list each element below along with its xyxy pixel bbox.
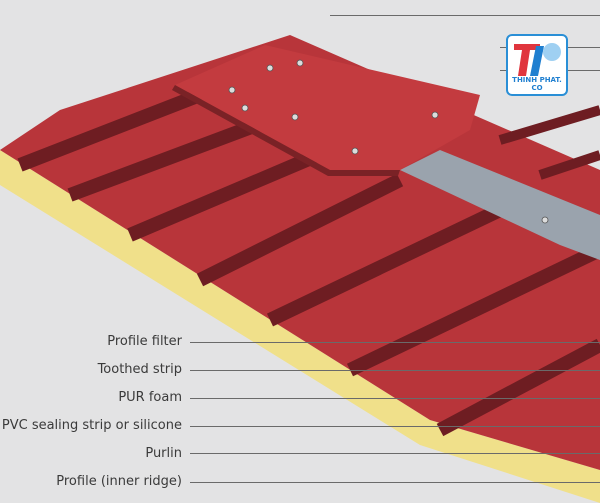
label-profile-inner-ridge: Profile (inner ridge) (56, 474, 182, 489)
logo-text: THINH PHAT. CO (512, 76, 562, 92)
pur-foam-edge (0, 150, 600, 503)
label-pvc-sealing: PVC sealing strip or silicone (1, 418, 182, 433)
ridge-cap (175, 45, 480, 170)
label-purlin: Purlin (145, 446, 182, 461)
panel-ribs (17, 88, 600, 437)
leader-line-6 (190, 482, 600, 483)
label-toothed-strip: Toothed strip (97, 362, 182, 377)
purlin (400, 150, 600, 260)
screws (228, 59, 549, 224)
panel-ribs-right (498, 105, 600, 180)
thinh-phat-logo: THINH PHAT. CO (506, 34, 568, 96)
leader-line-4 (190, 426, 600, 427)
leader-line-3 (190, 398, 600, 399)
logo-tp-mark (514, 43, 561, 76)
leader-line-5 (190, 453, 600, 454)
label-pur-foam: PUR foam (118, 390, 182, 405)
label-profile-filter: Profile filter (107, 334, 182, 349)
leader-line-top-1 (330, 15, 600, 16)
roof-panel (0, 35, 600, 470)
leader-line-2 (190, 370, 600, 371)
leader-line-1 (190, 342, 600, 343)
